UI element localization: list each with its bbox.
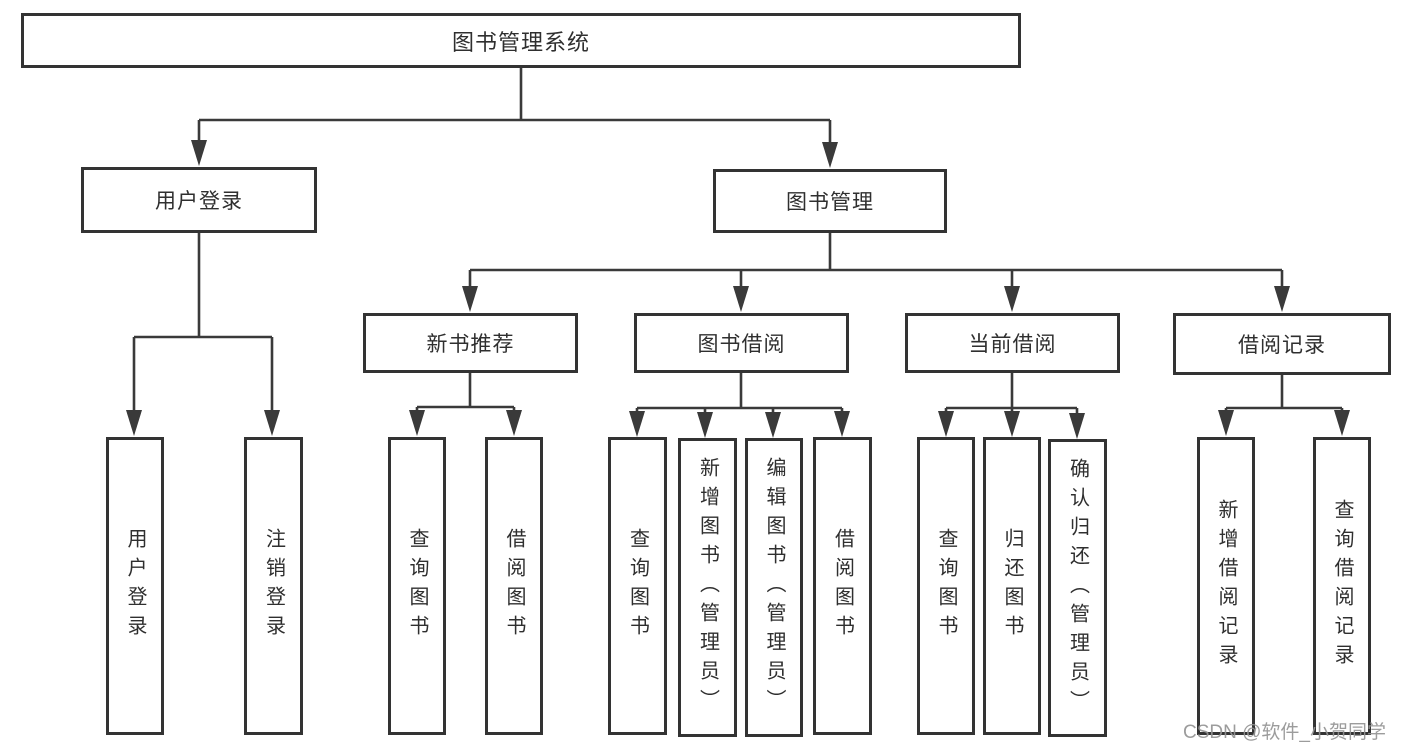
leaf-logout: 注销登录 [244,437,303,735]
leaf-user-login: 用户登录 [106,437,164,735]
leaf-borrow-add-books-admin: 新增图书（管理员） [678,438,737,737]
leaf-recommend-query-books: 查询图书 [388,437,446,735]
leaf-current-return-books: 归还图书 [983,437,1041,735]
leaf-borrow-borrow-books: 借阅图书 [813,437,872,735]
node-book-borrow: 图书借阅 [634,313,849,373]
node-new-book-recommend: 新书推荐 [363,313,578,373]
node-borrow-records: 借阅记录 [1173,313,1391,375]
node-user-login: 用户登录 [81,167,317,233]
leaf-borrow-query-books: 查询图书 [608,437,667,735]
leaf-current-confirm-return-admin: 确认归还（管理员） [1048,439,1107,737]
leaf-records-query-record: 查询借阅记录 [1313,437,1371,735]
leaf-records-add-record: 新增借阅记录 [1197,437,1255,735]
leaf-current-query-books: 查询图书 [917,437,975,735]
leaf-recommend-borrow-books: 借阅图书 [485,437,543,735]
node-root-system: 图书管理系统 [21,13,1021,68]
node-current-borrow: 当前借阅 [905,313,1120,373]
leaf-borrow-edit-books-admin: 编辑图书（管理员） [745,438,803,737]
csdn-watermark: CSDN @软件_小贺同学 [1183,722,1386,743]
node-book-management: 图书管理 [713,169,947,233]
